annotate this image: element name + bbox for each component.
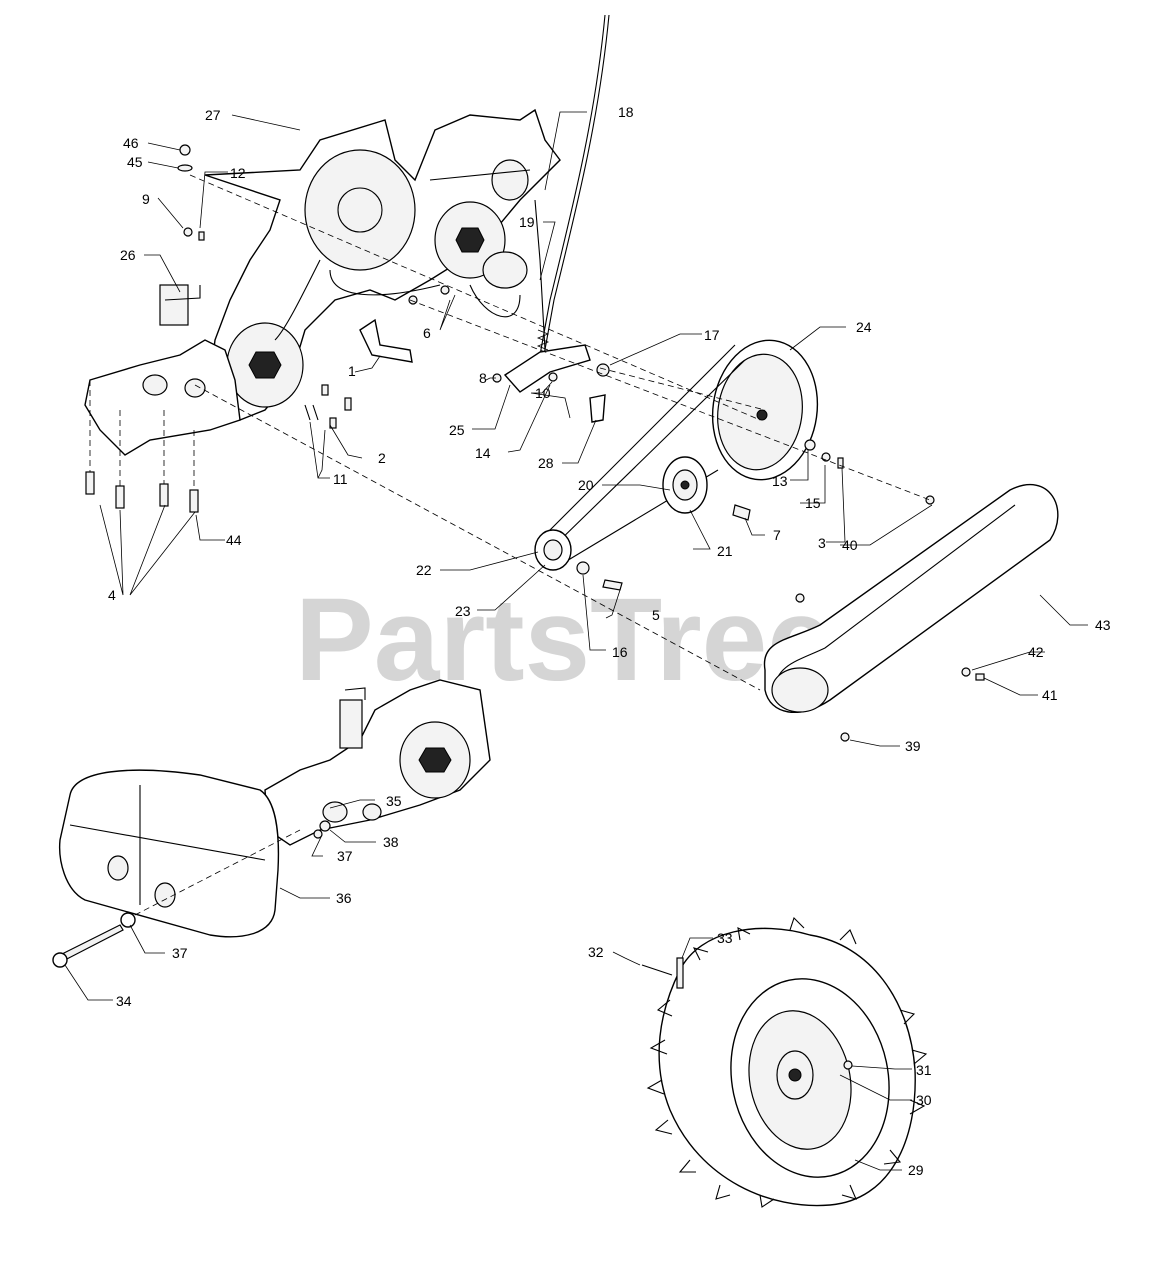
callout-7: 7 bbox=[773, 527, 781, 543]
callout-19: 19 bbox=[519, 214, 535, 230]
callout-8: 8 bbox=[479, 370, 487, 386]
callout-26: 26 bbox=[120, 247, 136, 263]
callout-3: 3 bbox=[818, 535, 826, 551]
bolts-4 bbox=[85, 380, 199, 513]
callout-30: 30 bbox=[916, 1092, 932, 1108]
callout-18: 18 bbox=[618, 104, 634, 120]
callout-21: 21 bbox=[717, 543, 733, 559]
lower-frame bbox=[264, 679, 491, 846]
callout-27: 27 bbox=[205, 107, 221, 123]
callout-46: 46 bbox=[123, 135, 139, 151]
drive-belt bbox=[544, 344, 746, 566]
shift-linkage bbox=[359, 199, 610, 423]
callout-22: 22 bbox=[416, 562, 432, 578]
callout-40: 40 bbox=[842, 537, 858, 553]
callout-32: 32 bbox=[588, 944, 604, 960]
callout-38: 38 bbox=[383, 834, 399, 850]
callout-33: 33 bbox=[717, 930, 733, 946]
callout-31: 31 bbox=[916, 1062, 932, 1078]
alignment-lines bbox=[189, 174, 931, 691]
callout-6: 6 bbox=[423, 325, 431, 341]
control-cable bbox=[536, 14, 610, 356]
callout-14: 14 bbox=[475, 445, 491, 461]
idler-pulley-21 bbox=[662, 456, 751, 521]
callout-23: 23 bbox=[455, 603, 471, 619]
wheel-tire bbox=[646, 916, 928, 1208]
callout-10: 10 bbox=[535, 385, 551, 401]
callout-25: 25 bbox=[449, 422, 465, 438]
front-weight bbox=[58, 769, 280, 938]
callout-15: 15 bbox=[805, 495, 821, 511]
callout-11: 11 bbox=[333, 471, 348, 487]
callout-29: 29 bbox=[908, 1162, 924, 1178]
callout-1: 1 bbox=[348, 363, 356, 379]
callout-45: 45 bbox=[127, 154, 143, 170]
callout-17: 17 bbox=[704, 327, 720, 343]
callout-35: 35 bbox=[386, 793, 402, 809]
callout-44: 44 bbox=[226, 532, 242, 548]
callout-5: 5 bbox=[652, 607, 660, 623]
wheel-pin bbox=[641, 957, 684, 989]
left-side-plate bbox=[84, 284, 241, 456]
callout-36: 36 bbox=[336, 890, 352, 906]
callout-16: 16 bbox=[612, 644, 628, 660]
callout-12: 12 bbox=[230, 165, 246, 181]
idler-pulley-22 bbox=[534, 529, 623, 591]
belt-guard bbox=[763, 483, 1059, 742]
drive-pulley bbox=[711, 339, 844, 481]
callout-labels: 1 2 3 4 5 6 7 8 9 10 11 12 13 14 15 16 1… bbox=[108, 104, 1111, 1178]
callout-20: 20 bbox=[578, 477, 594, 493]
weight-bolt bbox=[52, 829, 301, 968]
callout-24: 24 bbox=[856, 319, 872, 335]
callout-37-washer: 37 bbox=[172, 945, 188, 961]
leader-lines bbox=[64, 111, 1088, 1171]
callout-13: 13 bbox=[772, 473, 788, 489]
callout-28: 28 bbox=[538, 455, 554, 471]
callout-37-frame: 37 bbox=[337, 848, 353, 864]
callout-43: 43 bbox=[1095, 617, 1111, 633]
callout-34: 34 bbox=[116, 993, 132, 1009]
callout-42: 42 bbox=[1028, 644, 1044, 660]
callout-4: 4 bbox=[108, 587, 116, 603]
watermark: PartsTree bbox=[295, 574, 833, 706]
callout-41: 41 bbox=[1042, 687, 1058, 703]
small-hardware bbox=[177, 144, 558, 429]
callout-9: 9 bbox=[142, 191, 150, 207]
callout-2: 2 bbox=[378, 450, 386, 466]
callout-39: 39 bbox=[905, 738, 921, 754]
